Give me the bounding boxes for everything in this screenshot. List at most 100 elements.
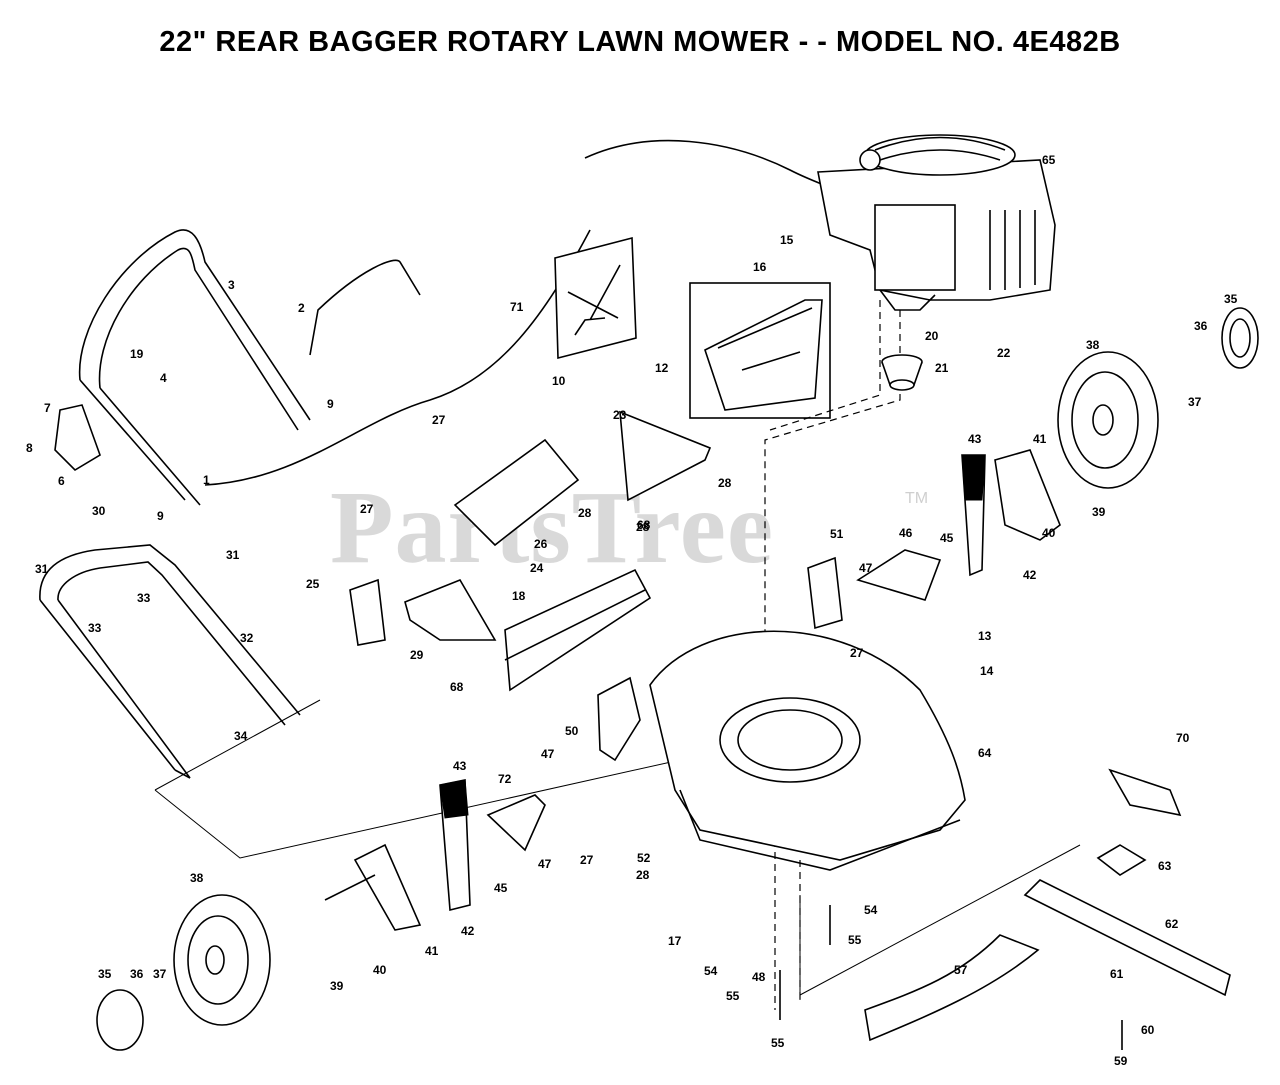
part-number-label: 62	[1165, 917, 1179, 931]
part-number-label: 60	[1141, 1023, 1155, 1037]
height-plate-72	[486, 794, 546, 852]
part-number-label: 55	[726, 989, 740, 1003]
part-number-label: 61	[1110, 967, 1124, 981]
part-number-label: 55	[848, 933, 862, 947]
part-number-label: 2	[298, 301, 305, 315]
blade-62	[1023, 879, 1231, 997]
height-plate-46	[856, 549, 942, 601]
control-bail-2	[309, 259, 421, 356]
bag-frame-12	[689, 282, 831, 419]
part-number-label: 23	[613, 408, 627, 422]
part-number-label: 37	[1188, 395, 1202, 409]
wheel-38-left	[173, 894, 271, 1026]
bracket-23	[619, 410, 712, 502]
part-number-label: 28	[578, 506, 592, 520]
part-number-label: 3	[228, 278, 235, 292]
part-number-label: 9	[327, 397, 334, 411]
part-number-label: 16	[753, 260, 767, 274]
part-number-label: 42	[1023, 568, 1037, 582]
upper-handle-3	[78, 229, 311, 506]
part-number-label: 63	[1158, 859, 1172, 873]
part-number-label: 68	[450, 680, 464, 694]
part-number-label: 37	[153, 967, 167, 981]
part-number-label: 55	[771, 1036, 785, 1050]
wheel-38-right	[1057, 351, 1159, 489]
part-number-label: 45	[494, 881, 508, 895]
axle-bracket-41-left	[353, 843, 422, 931]
part-number-label: 24	[530, 561, 544, 575]
part-number-label: 28	[636, 520, 650, 534]
part-number-label: 20	[925, 329, 939, 343]
part-number-label: 46	[899, 526, 913, 540]
part-number-label: 41	[425, 944, 439, 958]
part-number-label: 7	[44, 401, 51, 415]
bracket-25	[349, 578, 386, 646]
handle-bracket-outline	[154, 699, 681, 859]
part-number-label: 47	[859, 561, 873, 575]
part-number-label: 14	[980, 664, 994, 678]
part-number-label: 40	[373, 963, 387, 977]
part-number-label: 21	[935, 361, 949, 375]
blade-adapter-20	[881, 354, 923, 391]
part-number-label: 64	[978, 746, 992, 760]
part-number-label: 33	[88, 621, 102, 635]
part-number-label: 27	[360, 502, 374, 516]
bracket-26	[453, 438, 580, 547]
deflector-71	[554, 236, 637, 360]
part-number-label: 54	[864, 903, 878, 917]
part-number-label: 65	[1042, 153, 1056, 167]
blade-adapter-63	[1096, 844, 1147, 876]
part-number-label: 48	[752, 970, 766, 984]
part-number-label: 22	[997, 346, 1011, 360]
part-number-label: 12	[655, 361, 669, 375]
part-number-label: 45	[940, 531, 954, 545]
part-number-label: 25	[306, 577, 320, 591]
part-number-label: 38	[1086, 338, 1100, 352]
part-number-label: 29	[410, 648, 424, 662]
part-number-label: 28	[636, 868, 650, 882]
part-number-label: 33	[137, 591, 151, 605]
part-number-label: 9	[157, 509, 164, 523]
part-number-label: 35	[1224, 292, 1238, 306]
part-number-label: 38	[190, 871, 204, 885]
axle-bracket-41-right	[994, 449, 1061, 541]
part-number-label: 8	[26, 441, 33, 455]
part-number-label: 31	[35, 562, 49, 576]
part-number-label: 72	[498, 772, 512, 786]
part-number-label: 54	[704, 964, 718, 978]
mower-deck-64	[649, 630, 966, 871]
part-number-label: 52	[637, 851, 651, 865]
part-number-label: 19	[130, 347, 144, 361]
part-number-label: 4	[160, 371, 167, 385]
height-bracket-50	[597, 676, 641, 762]
part-number-label: 18	[512, 589, 526, 603]
part-number-label: 71	[510, 300, 524, 314]
part-number-label: 27	[850, 646, 864, 660]
part-number-label: 39	[1092, 505, 1106, 519]
part-number-label: 27	[580, 853, 594, 867]
lower-handle-32	[39, 544, 301, 779]
part-number-label: 28	[718, 476, 732, 490]
part-number-label: 30	[92, 504, 106, 518]
engine	[817, 134, 1056, 311]
part-number-label: 42	[461, 924, 475, 938]
part-number-label: 57	[954, 963, 968, 977]
part-number-label: 36	[130, 967, 144, 981]
watermark-trademark: TM	[905, 490, 929, 507]
part-number-label: 32	[240, 631, 254, 645]
part-number-label: 15	[780, 233, 794, 247]
blade-outline	[799, 844, 1081, 1000]
part-number-label: 47	[541, 747, 555, 761]
part-number-label: 68	[637, 518, 651, 532]
part-number-label: 34	[234, 729, 248, 743]
part-number-label: 10	[552, 374, 566, 388]
part-number-label: 31	[226, 548, 240, 562]
mulch-plug-70	[1108, 768, 1182, 817]
part-number-label: 13	[978, 629, 992, 643]
part-number-label: 70	[1176, 731, 1190, 745]
part-number-label: 50	[565, 724, 579, 738]
part-number-label: 41	[1033, 432, 1047, 446]
part-number-label: 35	[98, 967, 112, 981]
